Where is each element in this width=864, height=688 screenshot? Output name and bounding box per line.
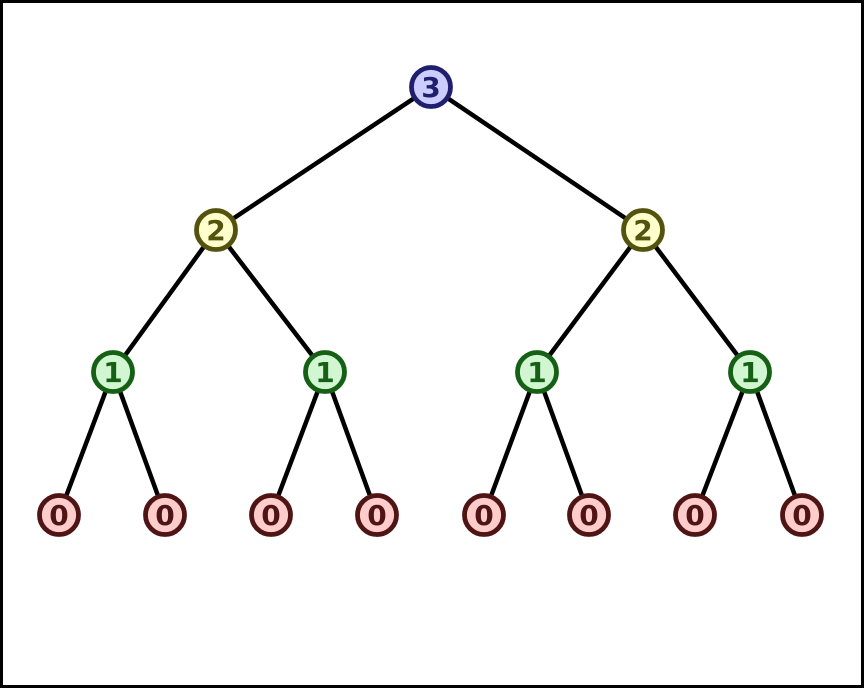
node-label: 0	[261, 499, 280, 532]
node-label: 1	[103, 356, 122, 389]
tree-node-LLL: 0	[37, 493, 81, 537]
node-circle	[409, 65, 453, 109]
node-label: 0	[685, 499, 704, 532]
node-circle	[91, 350, 135, 394]
tree-edge-RL-RLR	[534, 369, 592, 518]
node-label: 0	[155, 499, 174, 532]
tree-node-LR: 1	[303, 350, 347, 394]
node-circle	[515, 350, 559, 394]
tree-nodes-layer: 3 2 2 1 1 1 1 0 0 0 0 0 0 0 0	[37, 65, 824, 537]
tree-edge-R-RR	[640, 227, 753, 375]
tree-node-RL: 1	[515, 350, 559, 394]
tree-edge-LR-LRR	[322, 369, 380, 518]
node-label: 2	[633, 214, 652, 247]
node-label: 0	[792, 499, 811, 532]
node-circle	[355, 493, 399, 537]
tree-node-root: 3	[409, 65, 453, 109]
node-circle	[194, 208, 238, 252]
tree-edge-root-L	[213, 84, 434, 233]
node-circle	[780, 493, 824, 537]
tree-edge-L-LR	[213, 227, 328, 375]
node-circle	[303, 350, 347, 394]
tree-edge-RR-RRL	[692, 369, 753, 518]
tree-edge-root-R	[428, 84, 646, 233]
tree-node-RR: 1	[728, 350, 772, 394]
tree-node-LRL: 0	[249, 493, 293, 537]
node-label: 0	[49, 499, 68, 532]
tree-edge-LR-LRL	[268, 369, 328, 518]
tree-edge-RL-RLL	[481, 369, 540, 518]
node-label: 0	[579, 499, 598, 532]
tree-node-LLR: 0	[143, 493, 187, 537]
tree-edge-R-RL	[534, 227, 646, 375]
tree-edge-LL-LLR	[110, 369, 168, 518]
node-label: 3	[421, 71, 440, 104]
node-circle	[37, 493, 81, 537]
node-label: 1	[315, 356, 334, 389]
tree-node-LL: 1	[91, 350, 135, 394]
node-circle	[621, 208, 665, 252]
node-circle	[728, 350, 772, 394]
node-label: 1	[740, 356, 759, 389]
node-circle	[249, 493, 293, 537]
node-circle	[462, 493, 506, 537]
tree-node-RLR: 0	[567, 493, 611, 537]
tree-edge-L-LL	[110, 227, 219, 375]
tree-node-R: 2	[621, 208, 665, 252]
node-circle	[567, 493, 611, 537]
tree-node-RRR: 0	[780, 493, 824, 537]
tree-node-LRR: 0	[355, 493, 399, 537]
node-circle	[143, 493, 187, 537]
tree-edge-LL-LLL	[56, 369, 116, 518]
tree-node-RRL: 0	[673, 493, 717, 537]
tree-node-L: 2	[194, 208, 238, 252]
node-circle	[673, 493, 717, 537]
node-label: 2	[206, 214, 225, 247]
tree-node-RLL: 0	[462, 493, 506, 537]
tree-edge-RR-RRR	[747, 369, 805, 518]
node-label: 0	[367, 499, 386, 532]
node-label: 0	[474, 499, 493, 532]
node-label: 1	[527, 356, 546, 389]
tree-edges-layer	[56, 84, 805, 518]
